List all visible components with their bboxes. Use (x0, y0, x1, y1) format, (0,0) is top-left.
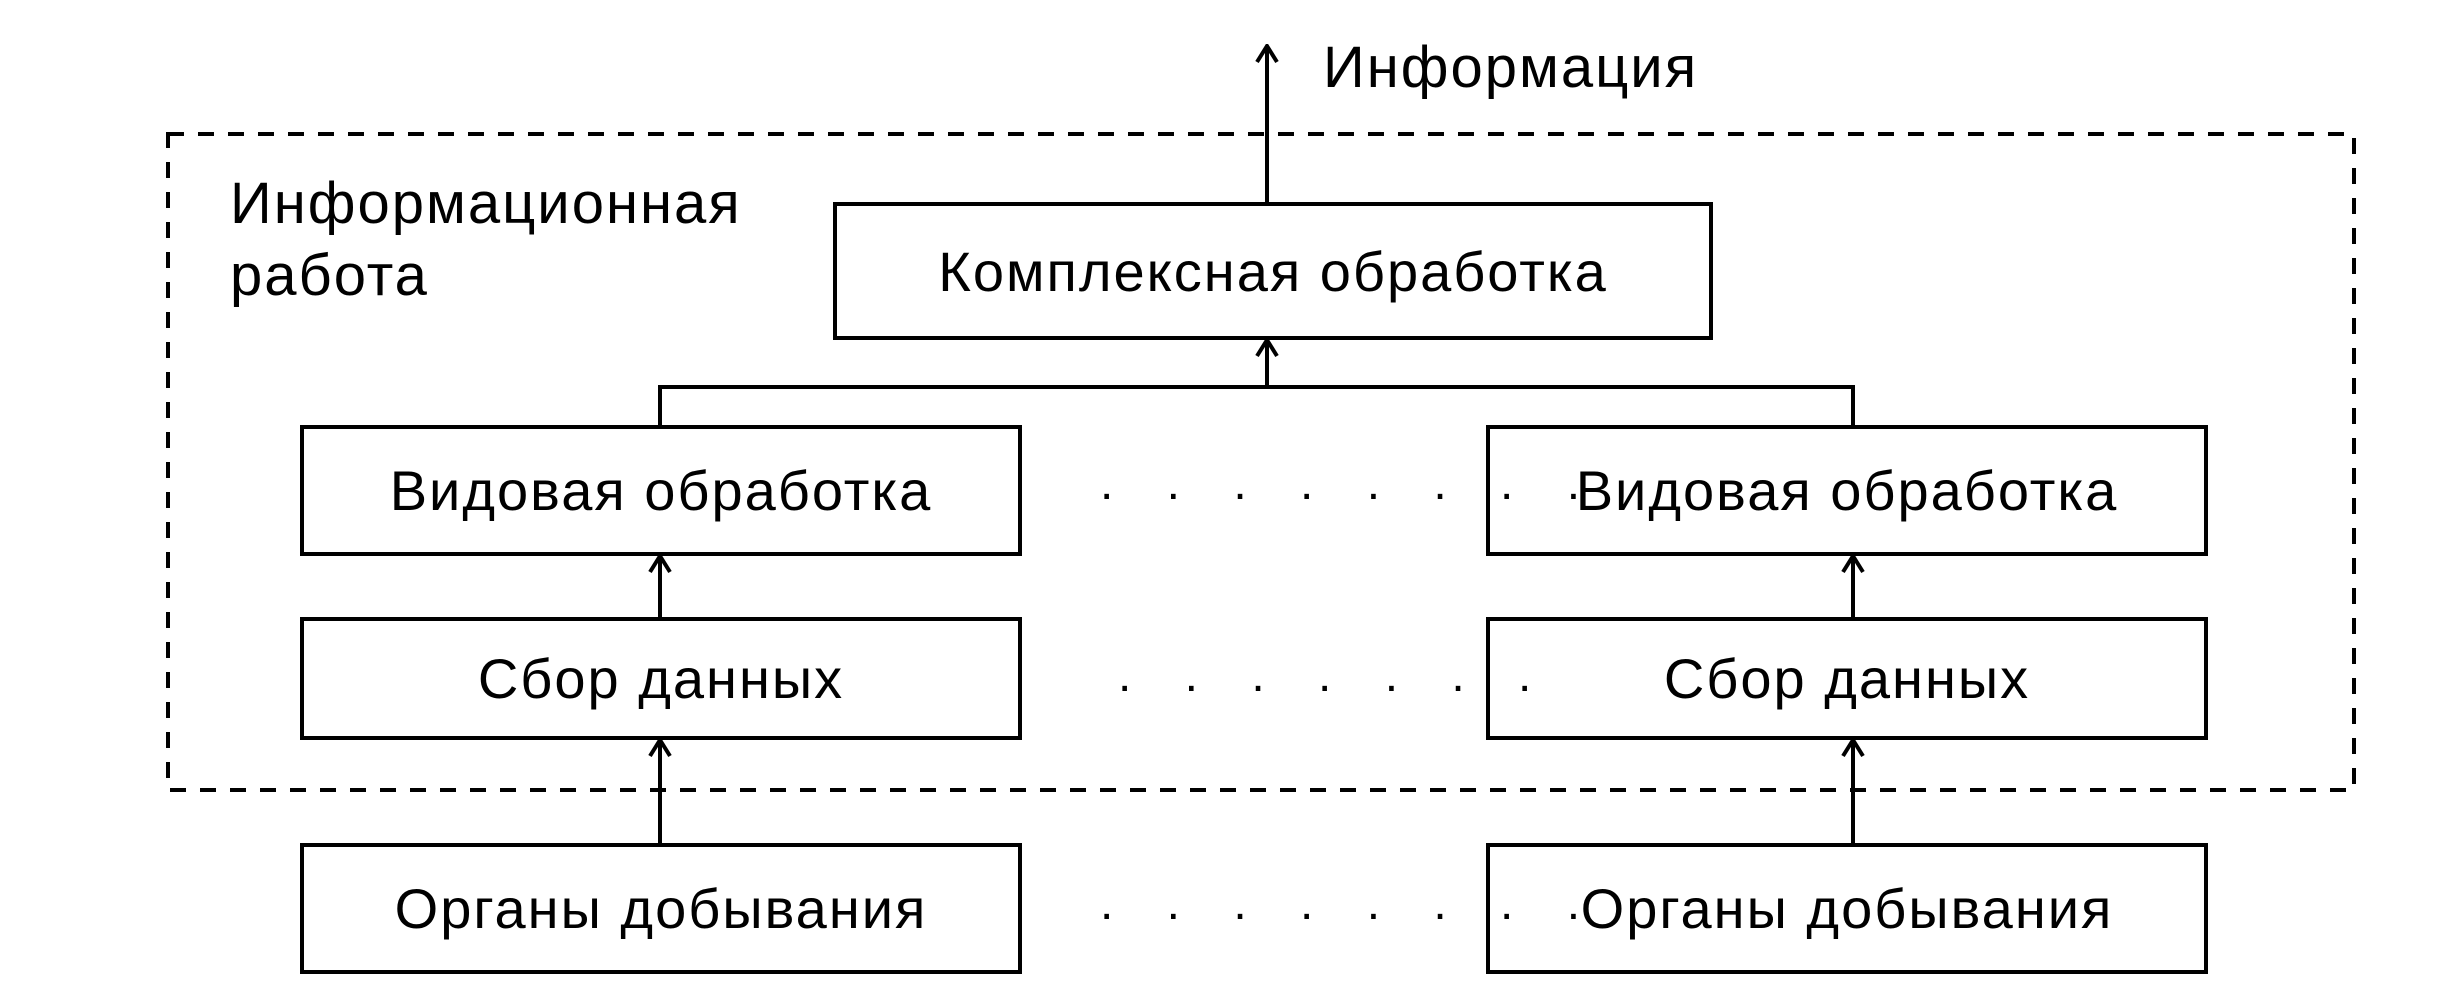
complex-processing-box: Комплексная обработка (833, 202, 1713, 340)
type-processing-box-left: Видовая обработка (300, 425, 1022, 556)
ellipsis-row-organs: . . . . . . . . (1100, 877, 1601, 930)
group-label-line2: работа (230, 243, 429, 308)
group-label-line1: Информационная (230, 171, 742, 236)
data-collection-box-left: Сбор данных (300, 617, 1022, 740)
data-collection-box-right: Сбор данных (1486, 617, 2208, 740)
type-processing-box-right: Видовая обработка (1486, 425, 2208, 556)
acquisition-organs-box-left: Органы добывания (300, 843, 1022, 974)
ellipsis-row-type: . . . . . . . . (1100, 457, 1601, 510)
merge-connector (658, 385, 1855, 425)
acquisition-organs-box-right: Органы добывания (1486, 843, 2208, 974)
output-label: Информация (1323, 35, 1699, 100)
ellipsis-row-collect: . . . . . . . (1118, 649, 1552, 702)
information-work-boundary (166, 132, 2356, 792)
